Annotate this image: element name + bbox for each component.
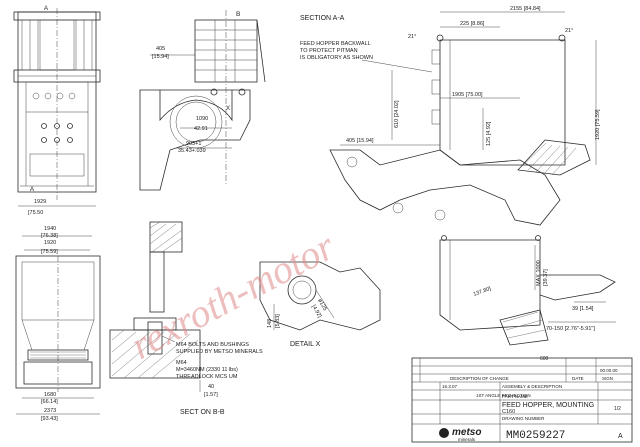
dim-1920b-in: [75.59] — [41, 249, 58, 255]
dim-39: 39 [1.54] — [572, 306, 594, 312]
description-of-change-label: DESCRIPTION OF CHANGE — [450, 376, 509, 381]
detail-x-title: DETAIL X — [290, 341, 321, 348]
dim-21a: 21° — [408, 34, 416, 40]
dim-148: 148 — [267, 319, 273, 328]
dim-1000: MAX 1000 — [536, 260, 542, 286]
dim-1920: 1920 [75.59] — [595, 109, 601, 140]
dim-1905: 1905 [75.00] — [452, 92, 483, 98]
side-view: B X 405 [15.94] 1090 42.91 903+1 35.43+.… — [139, 10, 266, 191]
brand-name: metso — [452, 427, 481, 438]
dim-1090-in: 42.91 — [194, 126, 208, 132]
dim-2155: 2155 [84.84] — [510, 6, 541, 12]
note-m64-1: M64 — [176, 360, 187, 366]
date-1: 16.3.07 — [442, 384, 458, 389]
end-view: 1940 [76.38] 1920 [75.59] 1680 [66.14] 2… — [15, 226, 101, 422]
note-feed-hopper-2: TO PROTECT PITMAN — [300, 48, 358, 54]
dim-903-in: 35.43+.039 — [178, 148, 206, 154]
dim-600: 600 — [540, 356, 549, 362]
dim-405a: 405 — [156, 46, 165, 52]
dim-1929: 1929 — [34, 199, 46, 205]
model-number: C160 — [502, 409, 515, 415]
dim-2373-in: [93.43] — [41, 416, 58, 422]
marker-a-top: A — [44, 6, 48, 12]
dim-1920b: 1920 — [44, 240, 56, 246]
detail-x: ø125 [4.92] 148 [5.83] DETAIL X — [259, 261, 381, 348]
section-aa-title: SECTION A-A — [300, 15, 345, 22]
dim-1090: 1090 — [196, 116, 208, 122]
dim-610: 610 [24.02] — [394, 100, 400, 128]
projection-label: 1ST ANGLE PROJECTION — [476, 393, 531, 398]
dim-1680: 1680 — [44, 392, 56, 398]
title-block: DESCRIPTION OF CHANGE DATE SIGN ASSEMBLY… — [411, 357, 633, 443]
dim-1940: 1940 — [44, 226, 56, 232]
marker-b-top: B — [236, 11, 240, 18]
dim-1680-in: [66.14] — [41, 399, 58, 405]
section-aa: SECTION A-A FEED HOPPER BACKWALL TO PROT… — [300, 6, 601, 226]
marker-x: X — [226, 106, 230, 112]
revision: A — [618, 433, 623, 440]
dim-1940-in: [76.38] — [41, 233, 58, 239]
dim-2373: 2373 — [44, 408, 56, 414]
section-bb-title: SECT ON B-B — [180, 409, 225, 416]
dim-70: 70-150 [2.76"-5.91"] — [546, 326, 595, 332]
front-view: A A 1929 [75.50 — [13, 6, 101, 216]
part-name-label: PART NAME — [502, 394, 528, 399]
marker-a-bottom: A — [30, 187, 34, 193]
brand-sub: minerals — [458, 437, 476, 442]
note-bolts-1: M64 BOLTS AND BUSHINGS — [176, 342, 249, 348]
date-label: DATE — [572, 376, 584, 381]
dim-405b: 405 [15.94] — [346, 138, 374, 144]
dim-903: 903+1 — [186, 141, 201, 147]
dim-21b: 21° — [565, 28, 573, 34]
note-bolts-2: SUPPLIED BY METSO MINERALS — [176, 349, 263, 355]
section-bb: M64 BOLTS AND BUSHINGS SUPPLIED BY METSO… — [109, 221, 263, 416]
dim-40-in: [1.57] — [204, 392, 218, 398]
dim-1929-in: [75.50 — [28, 210, 43, 216]
note-m64-3: THREADLOCK MCS UM — [176, 374, 238, 380]
sheet-number: 1/2 — [614, 406, 621, 412]
dim-405a-in: [15.94] — [152, 54, 169, 60]
date-2: 00.00.00 — [600, 368, 618, 373]
dim-1000-in: [39.37] — [543, 269, 549, 286]
dim-148-in: [5.83] — [275, 314, 281, 328]
drawing-number: MM0259227 — [506, 430, 565, 442]
assembly-label: ASSEMBLY & DESCRIPTION — [502, 384, 562, 389]
dim-225: 225 [8.86] — [460, 21, 485, 27]
assembly-view: MAX 1000 [39.37] 137.80] 39 [1.54] 70-15… — [439, 235, 616, 362]
dim-40: 40 — [208, 384, 214, 390]
note-feed-hopper-1: FEED HOPPER BACKWALL — [300, 41, 371, 47]
drawing-number-label: DRAWING NUMBER — [502, 416, 545, 421]
dim-137: 137.80] — [473, 286, 493, 298]
dim-125: 125 [4.92] — [486, 121, 492, 146]
sign-label: SIGN — [602, 376, 613, 381]
drawing-title: FEED HOPPER, MOUNTING — [502, 402, 594, 409]
metso-logo: metso minerals — [439, 427, 481, 442]
dim-125b: ø125 — [316, 298, 327, 312]
note-m64-2: M=3460NM (2330 11 lbs) — [176, 367, 238, 373]
note-feed-hopper-3: IS OBLIGATORY AS SHOWN — [300, 55, 373, 61]
